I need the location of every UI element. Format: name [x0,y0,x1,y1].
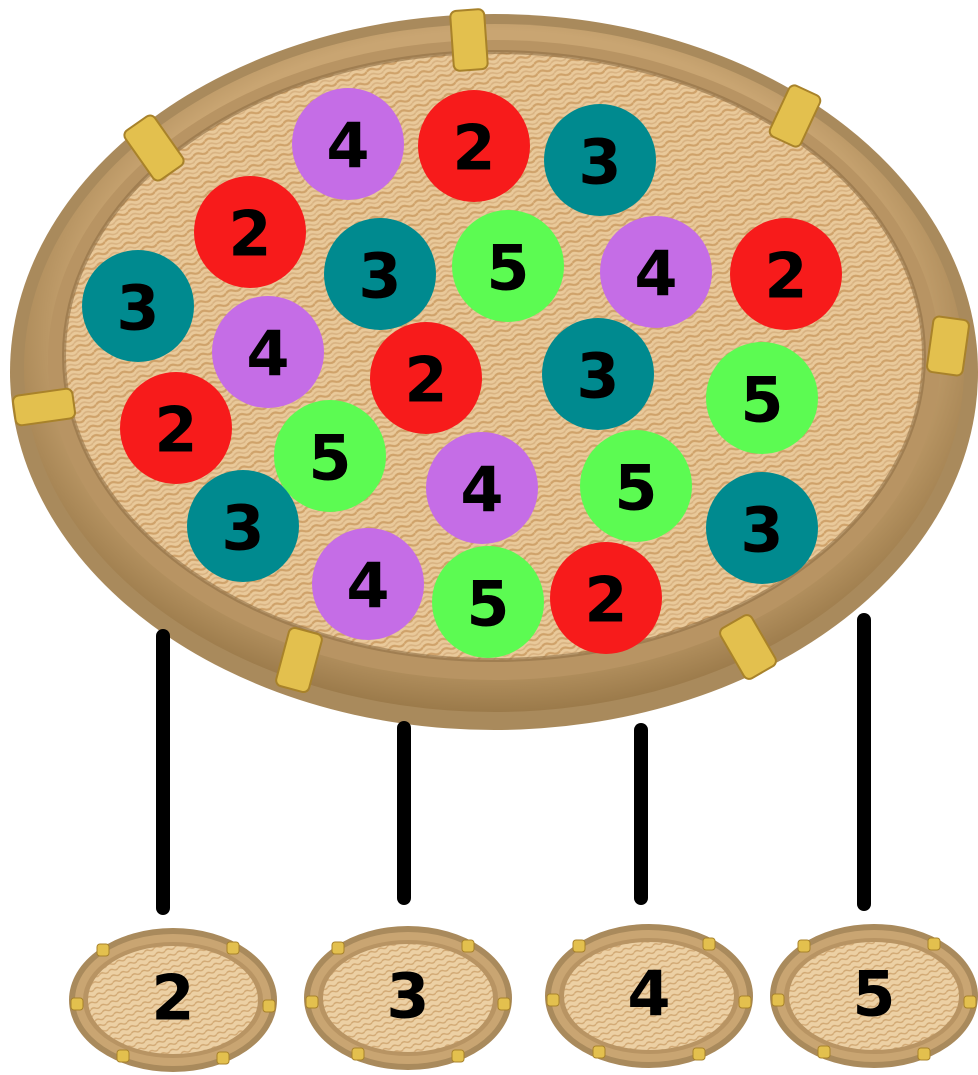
ball-number-label: 5 [740,364,783,437]
number-ball-2[interactable]: 2 [550,542,662,654]
ball-number-label: 4 [634,238,677,311]
number-ball-3[interactable]: 3 [187,470,299,582]
number-ball-3[interactable]: 3 [706,472,818,584]
bowl-number-label: 5 [852,958,895,1031]
target-bowl-2[interactable]: 2 [69,928,277,1072]
ball-number-label: 4 [460,454,503,527]
ball-number-label: 3 [576,340,619,413]
ball-number-label: 5 [486,232,529,305]
number-ball-3[interactable]: 3 [544,104,656,216]
number-ball-2[interactable]: 2 [194,176,306,288]
number-ball-5[interactable]: 5 [580,430,692,542]
number-ball-2[interactable]: 2 [730,218,842,330]
ball-number-label: 5 [308,422,351,495]
ball-number-label: 3 [358,240,401,313]
ball-number-label: 2 [764,240,807,313]
number-ball-3[interactable]: 3 [324,218,436,330]
number-ball-5[interactable]: 5 [452,210,564,322]
target-bowl-5[interactable]: 5 [770,924,978,1068]
ball-number-label: 5 [614,452,657,525]
number-ball-2[interactable]: 2 [418,90,530,202]
target-bowl-4[interactable]: 4 [545,924,753,1068]
number-ball-4[interactable]: 4 [212,296,324,408]
ball-number-label: 2 [452,112,495,185]
number-ball-4[interactable]: 4 [292,88,404,200]
ball-number-label: 4 [346,550,389,623]
ball-number-label: 3 [116,272,159,345]
number-ball-5[interactable]: 5 [274,400,386,512]
ball-number-label: 5 [466,568,509,641]
bowl-number-label: 3 [386,960,429,1033]
ball-number-label: 4 [326,110,369,183]
target-bowl-3[interactable]: 3 [304,926,512,1070]
number-ball-5[interactable]: 5 [432,546,544,658]
number-ball-4[interactable]: 4 [600,216,712,328]
number-ball-3[interactable]: 3 [542,318,654,430]
bowl-number-label: 2 [151,962,194,1035]
number-ball-2[interactable]: 2 [370,322,482,434]
bowls-layer: 2 3 4 5 [69,924,978,1072]
number-ball-4[interactable]: 4 [426,432,538,544]
number-ball-2[interactable]: 2 [120,372,232,484]
ball-number-label: 2 [404,344,447,417]
ball-number-label: 2 [584,564,627,637]
ball-number-label: 4 [246,318,289,391]
ball-number-label: 3 [221,492,264,565]
number-ball-4[interactable]: 4 [312,528,424,640]
ball-number-label: 2 [154,394,197,467]
bowl-number-label: 4 [627,958,670,1031]
ball-number-label: 2 [228,198,271,271]
ball-number-label: 3 [740,494,783,567]
number-ball-5[interactable]: 5 [706,342,818,454]
ball-number-label: 3 [578,126,621,199]
number-ball-3[interactable]: 3 [82,250,194,362]
